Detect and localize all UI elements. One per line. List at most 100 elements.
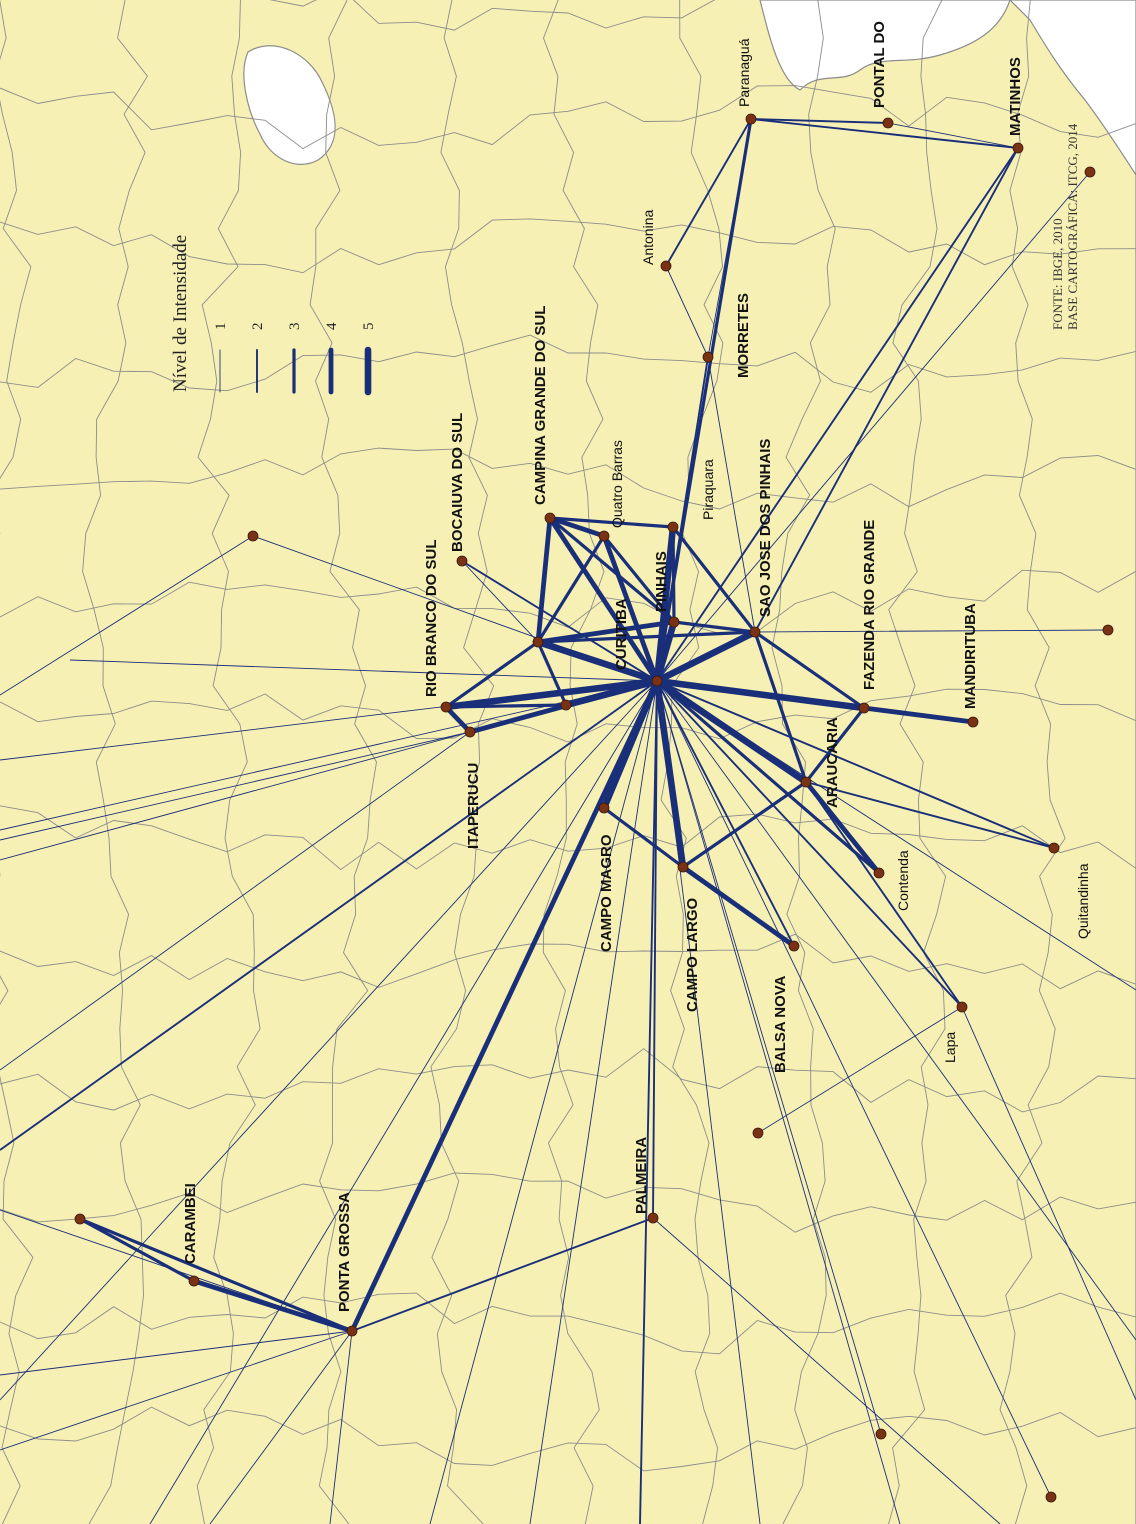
- municipal-border: [0, 85, 1136, 150]
- flow-line: [602, 534, 676, 624]
- legend-label-2: 2: [250, 323, 266, 331]
- flow-line: [653, 523, 677, 685]
- flow-line: [444, 640, 540, 709]
- municipal-border: [888, 0, 947, 1524]
- legend-label-5: 5: [361, 323, 377, 331]
- city-label-curitiba: CURITIBA: [613, 598, 630, 670]
- flow-line-external: [656, 680, 761, 1524]
- source-note: FONTE: IBGE, 2010 BASE CARTOGRÁFICA: ITC…: [1050, 123, 1080, 330]
- city-label-quatro-barras: Quatro Barras: [609, 440, 625, 528]
- flow-line: [78, 1217, 354, 1333]
- city-node-balsa-nova: [788, 940, 800, 952]
- city-node-palmeira: [647, 1212, 659, 1224]
- city-node-rio-branco: [440, 701, 452, 713]
- source-line-1: FONTE: IBGE, 2010: [1050, 218, 1065, 330]
- city-node-quatro-barras: [598, 530, 610, 542]
- flow-line: [349, 678, 660, 1334]
- flow-line: [805, 781, 963, 1008]
- flow-line: [750, 118, 889, 124]
- reservoir-area: [243, 45, 336, 165]
- flow-line-external: [639, 680, 658, 1524]
- municipal-border: [0, 805, 1136, 871]
- city-label-mandirituba: MANDIRITUBA: [962, 603, 979, 709]
- city-node-n-guaratuba: [1084, 166, 1096, 178]
- flow-line: [653, 677, 687, 871]
- city-node-antonina: [660, 260, 672, 272]
- city-label-morretes: MORRETES: [735, 293, 752, 378]
- flow-line: [753, 630, 866, 710]
- municipal-border: [0, 1048, 1136, 1113]
- city-node-almirante-tamandare: [560, 699, 572, 711]
- flow-line: [757, 1006, 963, 1134]
- city-label-paranagua: Paranaguá: [736, 38, 752, 107]
- city-node-fazenda-rio-grande: [858, 702, 870, 714]
- flow-line-external: [329, 1330, 353, 1524]
- city-label-rio-branco: RIO BRANCO DO SUL: [423, 540, 440, 698]
- ocean-area: [1009, 0, 1136, 1524]
- flow-line-external: [0, 1209, 353, 1332]
- flow-line: [461, 560, 539, 643]
- city-node-mandirituba: [967, 716, 979, 728]
- city-label-piraquara: Piraquara: [700, 459, 716, 520]
- flow-line: [548, 516, 676, 624]
- flow-line: [861, 705, 976, 725]
- city-label-matinhos: MATINHOS: [1007, 57, 1024, 136]
- city-label-palmeira: PALMEIRA: [633, 1137, 650, 1214]
- flow-line: [547, 515, 660, 684]
- city-node-n-tunas: [1102, 624, 1114, 636]
- municipal-border: [0, 933, 1136, 990]
- flow-line: [804, 706, 866, 784]
- flow-line: [535, 619, 677, 645]
- flow-line: [681, 780, 808, 869]
- city-node-campo-magro: [598, 802, 610, 814]
- flow-line-external: [149, 680, 658, 1524]
- city-node-campina-grande: [544, 512, 556, 524]
- flow-line: [351, 1217, 654, 1332]
- municipal-border: [269, 0, 796, 31]
- flow-line: [680, 864, 797, 949]
- flow-line: [653, 677, 810, 786]
- city-label-itaperucu: ITAPERUCU: [465, 763, 482, 849]
- flow-line: [656, 680, 882, 1435]
- flow-line: [754, 147, 1019, 633]
- municipal-border: [542, 0, 605, 1524]
- flow-line-external: [0, 680, 658, 861]
- bay-area: [759, 0, 1011, 91]
- flow-line: [535, 515, 553, 645]
- flow-line-external: [0, 680, 658, 1401]
- flow-line-external: [0, 680, 658, 761]
- flow-line: [652, 680, 658, 1219]
- city-node-n-south-2: [1045, 1491, 1057, 1503]
- municipal-border: [0, 688, 1136, 743]
- flow-line: [601, 533, 660, 684]
- city-node-campo-largo: [677, 861, 689, 873]
- flow-line: [753, 630, 808, 784]
- city-label-campina-grande: CAMPINA GRANDE DO SUL: [532, 306, 549, 505]
- source-line-2: BASE CARTOGRÁFICA: ITCG, 2014: [1065, 123, 1080, 330]
- flow-line-external: [0, 731, 471, 841]
- flow-line: [444, 703, 568, 709]
- flow-line: [665, 118, 752, 267]
- flow-line: [534, 638, 661, 685]
- city-label-fazenda-rio-grande: FAZENDA RIO GRANDE: [861, 520, 878, 690]
- city-node-paranagua: [745, 113, 757, 125]
- flow-line-external: [0, 535, 254, 696]
- flow-line-external: [429, 680, 658, 1524]
- municipal-border: [0, 1406, 1136, 1472]
- flow-line: [656, 680, 795, 947]
- flow-line: [602, 806, 685, 869]
- city-node-carambei: [188, 1275, 200, 1287]
- city-node-n-castro: [74, 1213, 86, 1225]
- flow-line: [707, 118, 752, 358]
- city-label-pontal: PONTAL DO: [871, 21, 888, 108]
- flow-line-external: [209, 1330, 353, 1524]
- city-node-sao-jose: [749, 626, 761, 638]
- city-node-curitiba: [651, 675, 663, 687]
- flow-line-external: [652, 1217, 1001, 1524]
- flow-line: [656, 680, 1055, 849]
- flow-line-external: [656, 680, 901, 1524]
